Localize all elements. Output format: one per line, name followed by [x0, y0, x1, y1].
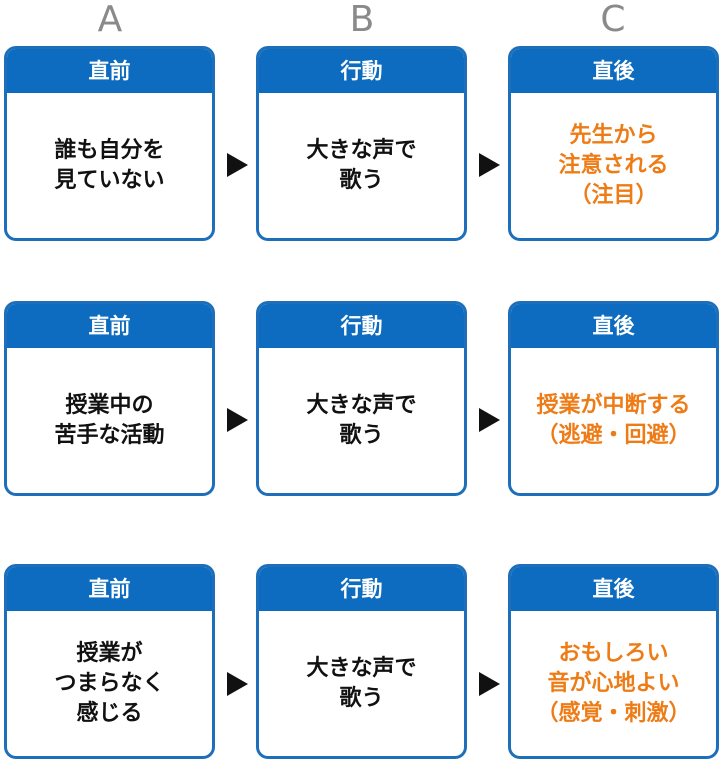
text-line: 大きな声で	[306, 137, 417, 163]
antecedent-header: 直前	[7, 304, 212, 348]
arrow-right-icon	[479, 153, 500, 177]
antecedent-header: 直前	[7, 567, 212, 611]
antecedent-header: 直前	[7, 49, 212, 93]
column-letter-a: A	[97, 0, 123, 40]
consequence-header: 直後	[511, 304, 716, 348]
consequence-text: おもしろい 音が心地よい （感覚・刺激）	[511, 611, 716, 756]
text-line: （逃避・回避）	[536, 422, 691, 448]
consequence-card-row-3: 直後 おもしろい 音が心地よい （感覚・刺激）	[508, 564, 719, 759]
text-line: 歌う	[339, 167, 384, 193]
consequence-header: 直後	[511, 49, 716, 93]
text-line: 苦手な活動	[54, 422, 165, 448]
column-letter-c: C	[600, 0, 626, 40]
antecedent-card-row-3: 直前 授業が つまらなく 感じる	[4, 564, 215, 759]
arrow-right-icon	[479, 408, 500, 432]
consequence-text: 授業が中断する （逃避・回避）	[511, 348, 716, 493]
behavior-header: 行動	[259, 49, 464, 93]
text-line: 歌う	[339, 422, 384, 448]
text-line: つまらなく	[54, 670, 165, 696]
text-line: 先生から	[569, 122, 658, 148]
antecedent-text: 誰も自分を 見ていない	[7, 93, 212, 238]
arrow-right-icon	[479, 672, 500, 696]
text-line: 音が心地よい	[547, 670, 680, 696]
behavior-header: 行動	[259, 567, 464, 611]
column-letter-b: B	[349, 0, 375, 40]
text-line: 見ていない	[54, 167, 165, 193]
behavior-text: 大きな声で 歌う	[259, 93, 464, 238]
behavior-text: 大きな声で 歌う	[259, 348, 464, 493]
antecedent-text: 授業中の 苦手な活動	[7, 348, 212, 493]
text-line: 大きな声で	[306, 392, 417, 418]
text-line: 大きな声で	[306, 655, 417, 681]
text-line: （感覚・刺激）	[536, 700, 691, 726]
text-line: 誰も自分を	[54, 137, 165, 163]
behavior-text: 大きな声で 歌う	[259, 611, 464, 756]
arrow-right-icon	[227, 408, 248, 432]
consequence-card-row-2: 直後 授業が中断する （逃避・回避）	[508, 301, 719, 496]
text-line: 歌う	[339, 685, 384, 711]
arrow-right-icon	[227, 672, 248, 696]
behavior-header: 行動	[259, 304, 464, 348]
antecedent-text: 授業が つまらなく 感じる	[7, 611, 212, 756]
text-line: 授業中の	[65, 392, 154, 418]
behavior-card-row-2: 行動 大きな声で 歌う	[256, 301, 467, 496]
text-line: 注意される	[558, 152, 669, 178]
consequence-header: 直後	[511, 567, 716, 611]
text-line: （注目）	[569, 182, 658, 208]
text-line: 授業が中断する	[536, 392, 691, 418]
text-line: 授業が	[76, 640, 143, 666]
text-line: おもしろい	[558, 640, 669, 666]
behavior-card-row-1: 行動 大きな声で 歌う	[256, 46, 467, 241]
consequence-card-row-1: 直後 先生から 注意される （注目）	[508, 46, 719, 241]
antecedent-card-row-2: 直前 授業中の 苦手な活動	[4, 301, 215, 496]
consequence-text: 先生から 注意される （注目）	[511, 93, 716, 238]
arrow-right-icon	[227, 153, 248, 177]
text-line: 感じる	[76, 700, 143, 726]
behavior-card-row-3: 行動 大きな声で 歌う	[256, 564, 467, 759]
antecedent-card-row-1: 直前 誰も自分を 見ていない	[4, 46, 215, 241]
